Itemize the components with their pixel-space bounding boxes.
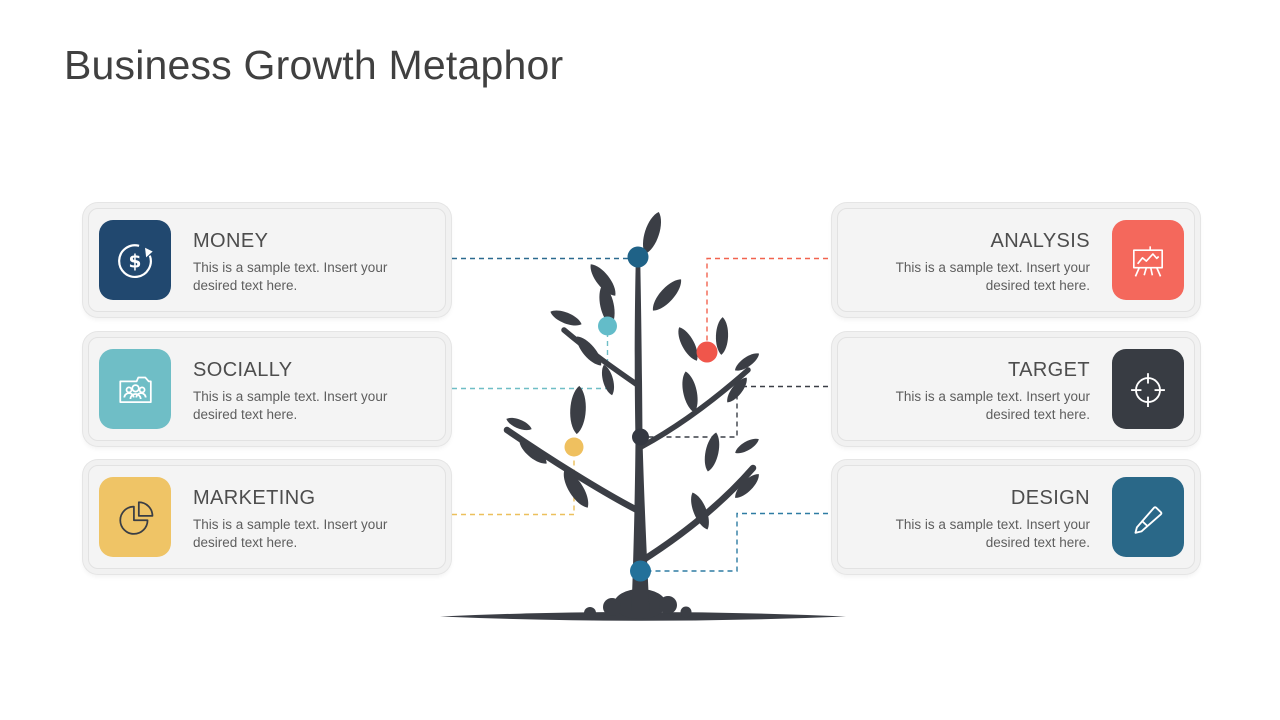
marketing-connector-dot [564, 437, 584, 457]
design-connector-line [649, 512, 837, 572]
target-icon-tile [1112, 349, 1184, 429]
card-body-design: This is a sample text. Insert your desir… [895, 517, 1090, 550]
money-icon-tile: $ [99, 220, 171, 300]
target-connector-dot [632, 428, 649, 446]
card-body-socially: This is a sample text. Insert your desir… [193, 389, 388, 422]
card-title-analysis: ANALYSIS [990, 230, 1090, 252]
connector-dots [564, 246, 718, 582]
socially-icon-tile [99, 349, 171, 429]
card-marketing: MARKETING This is a sample text. Insert … [88, 465, 446, 569]
marketing-icon-tile [99, 477, 171, 557]
card-title-design: DESIGN [1010, 487, 1090, 509]
analysis-connector-dot [696, 341, 718, 363]
arrowhead [145, 247, 153, 258]
design-connector-dot [630, 560, 651, 582]
analysis-icon-tile [1112, 220, 1184, 300]
card-socially: SOCIALLY This is a sample text. Insert y… [88, 337, 446, 441]
analysis-connector-line [706, 257, 837, 346]
social-group-folder-icon [119, 376, 152, 403]
money-cycle-icon: $ [118, 244, 153, 278]
card-body-target: This is a sample text. Insert your desir… [895, 389, 1090, 422]
card-title-socially: SOCIALLY [193, 359, 293, 381]
money-connector-dot [627, 246, 649, 268]
card-body-analysis: This is a sample text. Insert your desir… [895, 260, 1090, 293]
design-icon-tile [1112, 477, 1184, 557]
socially-connector-dot [598, 316, 617, 336]
card-design: DESIGN This is a sample text. Insert you… [837, 465, 1195, 569]
branches [503, 327, 757, 566]
dollar-glyph: $ [129, 252, 142, 273]
target-connector-line [648, 385, 837, 438]
card-title-marketing: MARKETING [193, 487, 316, 509]
card-title-target: TARGET [1007, 359, 1090, 381]
marker-pen-icon [1134, 506, 1163, 534]
card-target: TARGET This is a sample text. Insert you… [837, 337, 1195, 441]
card-title-money: MONEY [193, 230, 269, 252]
card-analysis: ANALYSIS This is a sample text. Insert y… [837, 208, 1195, 312]
pie-chart-icon [119, 501, 154, 535]
slide-title: Business Growth Metaphor [64, 42, 564, 88]
card-body-money: This is a sample text. Insert your desir… [193, 260, 388, 293]
presentation-chart-icon [1133, 246, 1163, 277]
card-body-marketing: This is a sample text. Insert your desir… [193, 517, 388, 550]
target-crosshair-icon [1131, 373, 1165, 407]
card-money: $ MONEY This is a sample text. Insert yo… [88, 208, 446, 312]
